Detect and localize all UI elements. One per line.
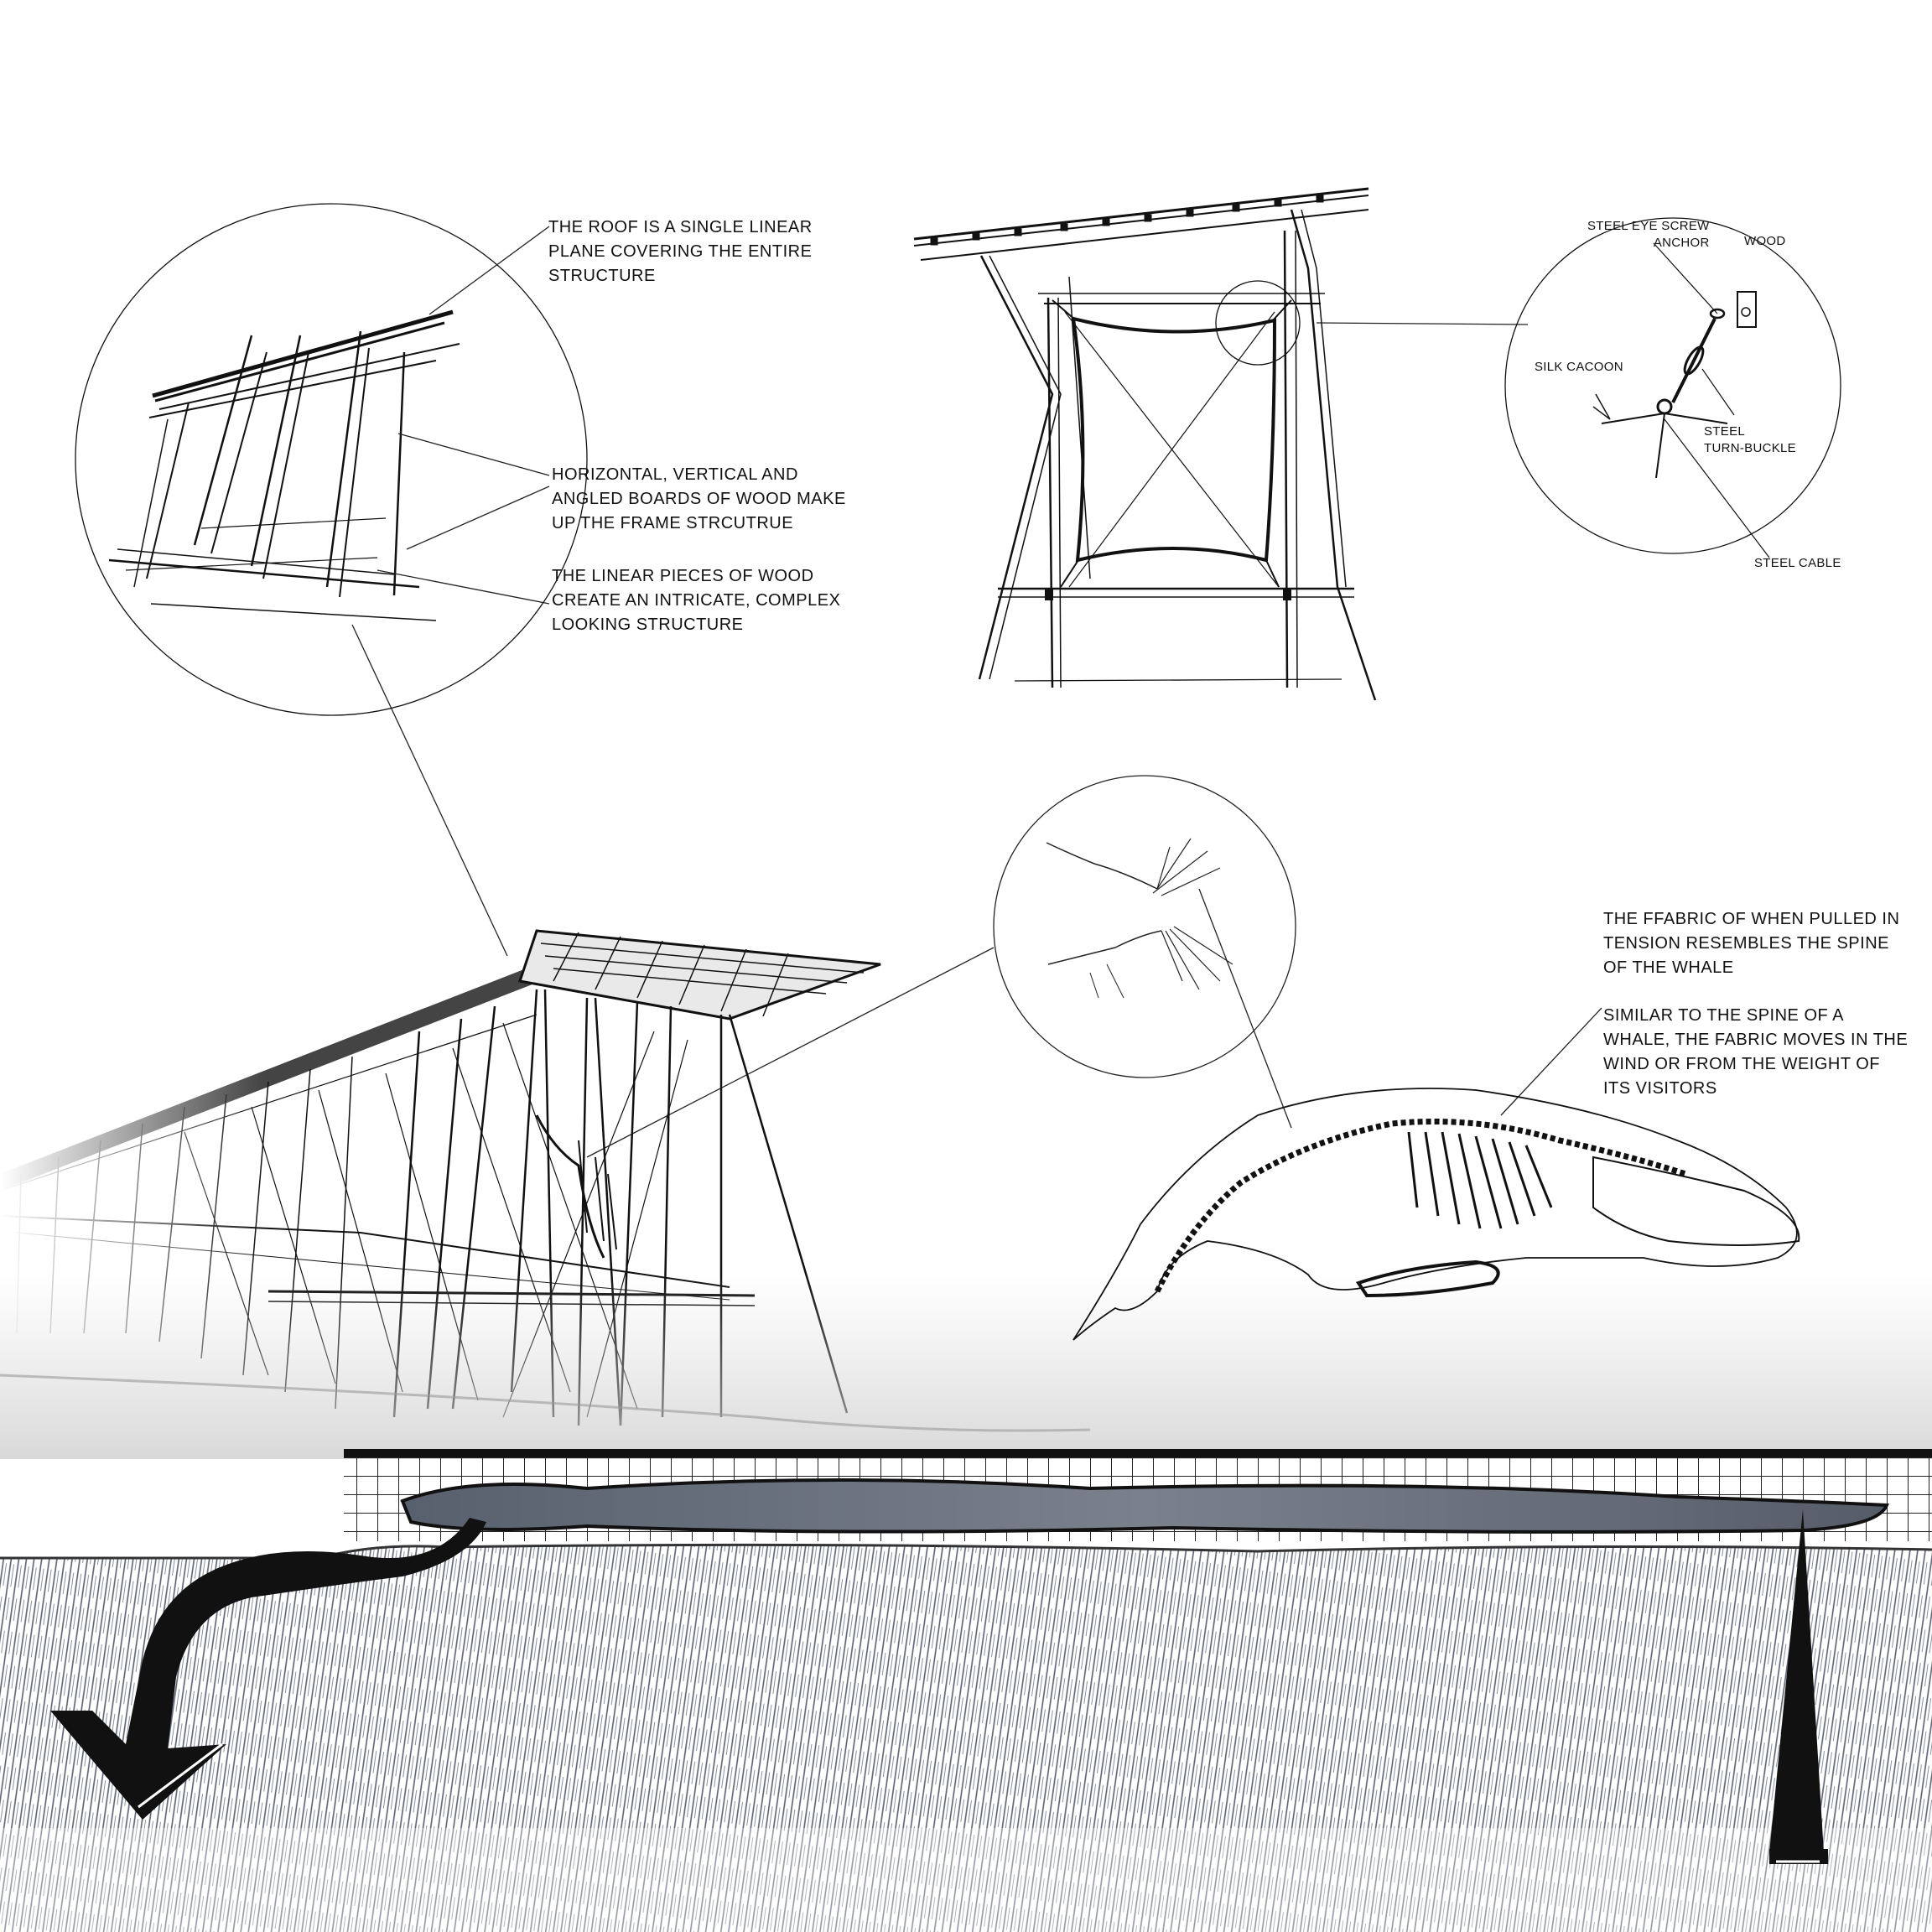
ground-section <box>0 1543 1932 1932</box>
ground-mist <box>0 1275 1932 1459</box>
annotation-line: CREATE AN INTRICATE, COMPLEX <box>552 591 841 610</box>
flow-arrow-icon <box>50 1518 486 1820</box>
pile-marker-icon <box>1769 1509 1828 1864</box>
annotation-line: HORIZONTAL, VERTICAL AND <box>552 465 798 484</box>
annotation-line: WIND OR FROM THE WEIGHT OF <box>1603 1055 1881 1073</box>
frame-detail-circle <box>75 203 588 716</box>
linear-wood-annotation: THE LINEAR PIECES OF WOOD CREATE AN INTR… <box>552 564 840 637</box>
detail-label-line: STEEL CABLE <box>1754 556 1841 570</box>
boards-annotation: HORIZONTAL, VERTICAL AND ANGLED BOARDS O… <box>552 463 846 536</box>
annotation-line: STRUCTURE <box>548 267 656 285</box>
fabric-annotation: THE FFABRIC OF WHEN PULLED IN TENSION RE… <box>1603 907 1899 980</box>
silk-cocoon-label: SILK CACOON <box>1535 359 1623 376</box>
annotation-line: ANGLED BOARDS OF WOOD MAKE <box>552 490 846 508</box>
annotation-line: SIMILAR TO THE SPINE OF A <box>1603 1006 1845 1025</box>
spine-annotation: SIMILAR TO THE SPINE OF A WHALE, THE FAB… <box>1603 1004 1908 1101</box>
annotation-line: OF THE WHALE <box>1603 958 1734 977</box>
annotation-line: THE ROOF IS A SINGLE LINEAR <box>548 218 813 236</box>
detail-label-line: ANCHOR <box>1653 236 1710 250</box>
whale-skeleton <box>1072 1088 1800 1341</box>
detail-label-line: STEEL EYE SCREW <box>1587 219 1710 233</box>
connection-detail-circle <box>1504 217 1841 558</box>
roof-annotation: THE ROOF IS A SINGLE LINEAR PLANE COVERI… <box>548 216 813 288</box>
turnbuckle-label: STEEL TURN-BUCKLE <box>1704 423 1796 457</box>
fabric-detail-circle <box>993 775 1296 1078</box>
annotation-line: TENSION RESEMBLES THE SPINE <box>1603 934 1889 953</box>
detail-label-line: SILK CACOON <box>1535 360 1623 374</box>
annotation-line: WHALE, THE FABRIC MOVES IN THE <box>1603 1031 1909 1049</box>
eye-screw-label: STEEL EYE SCREW ANCHOR <box>1587 218 1710 252</box>
annotation-line: ITS VISITORS <box>1603 1079 1717 1098</box>
steel-cable-label: STEEL CABLE <box>1754 555 1841 572</box>
annotation-line: PLANE COVERING THE ENTIRE <box>548 242 813 261</box>
annotation-line: THE FFABRIC OF WHEN PULLED IN <box>1603 910 1900 928</box>
wood-label: WOOD <box>1744 233 1786 250</box>
front-elevation-drawing <box>913 187 1377 701</box>
detail-label-line: TURN-BUCKLE <box>1704 441 1796 455</box>
annotation-line: LOOKING STRUCTURE <box>552 615 744 634</box>
section-cut <box>344 1449 1932 1541</box>
detail-label-line: STEEL <box>1704 424 1746 439</box>
annotation-line: THE LINEAR PIECES OF WOOD <box>552 567 814 585</box>
leader-lines <box>351 226 1602 1158</box>
annotation-line: UP THE FRAME STRCUTRUE <box>552 514 794 532</box>
detail-label-line: WOOD <box>1744 234 1786 248</box>
